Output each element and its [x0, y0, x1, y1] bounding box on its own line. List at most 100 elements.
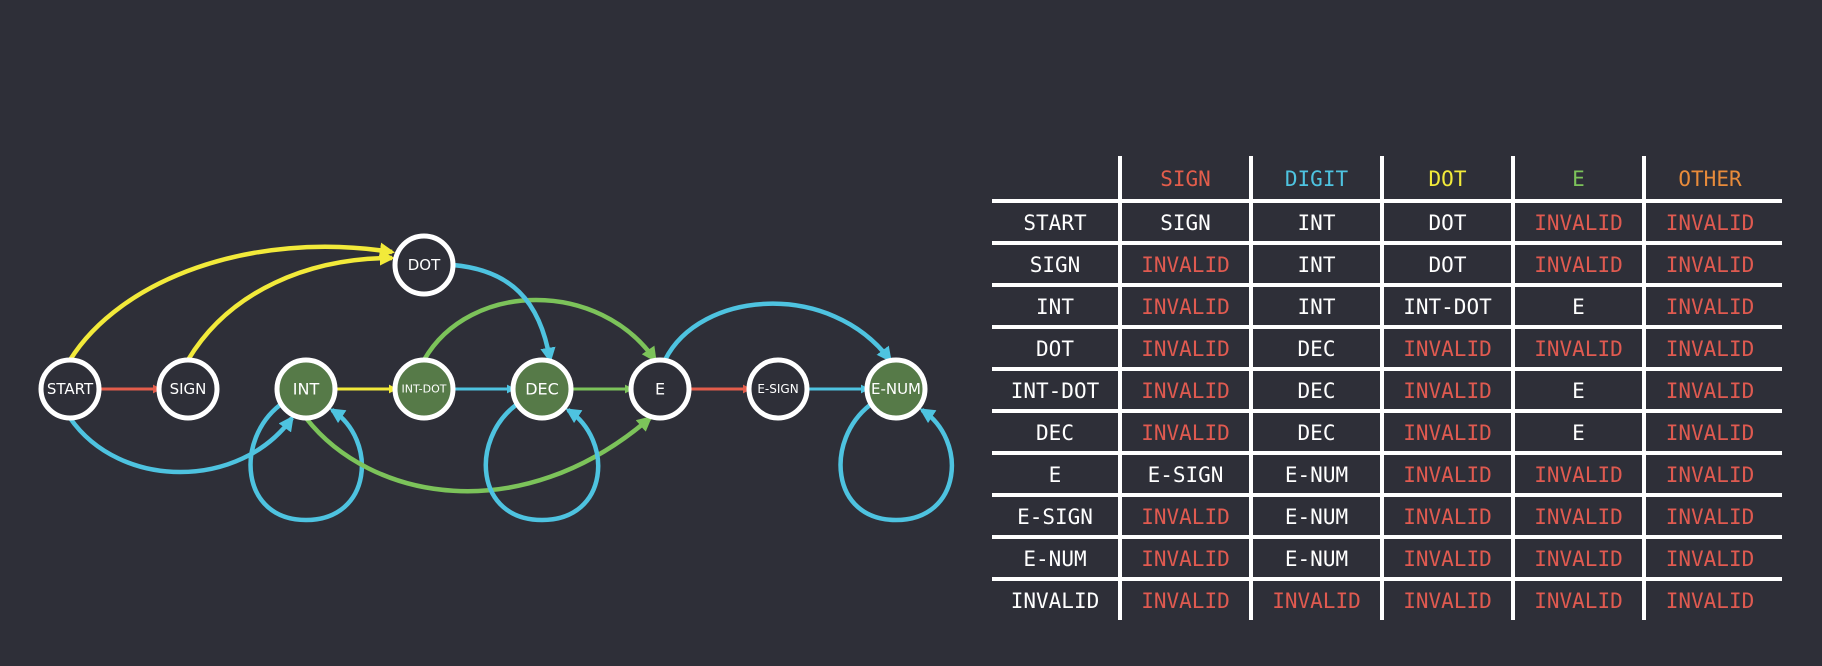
table-column-divider — [1511, 156, 1515, 620]
table-cell: INVALID — [1403, 547, 1492, 571]
table-cell: DEC — [1297, 421, 1336, 445]
table-cell: INVALID — [1141, 505, 1230, 529]
node-circle — [156, 357, 220, 421]
node-circle — [510, 357, 574, 421]
table-divider — [992, 283, 1782, 287]
table-cell: INVALID — [1665, 379, 1755, 403]
edge-dot-to-dec — [452, 262, 556, 364]
table-cell: INVALID — [1403, 589, 1492, 613]
table-cell: INVALID — [1141, 421, 1230, 445]
row-header: INT — [1036, 295, 1074, 319]
table-divider — [992, 241, 1782, 245]
table-divider — [992, 493, 1782, 497]
table-cell: E — [1572, 421, 1585, 445]
row-header: SIGN — [1029, 253, 1081, 277]
table-divider — [992, 409, 1782, 413]
node-circle — [38, 357, 102, 421]
node-dot: DOT — [392, 233, 456, 297]
table-divider — [992, 199, 1782, 203]
table-cell: INVALID — [1403, 379, 1492, 403]
node-int-dot: INT-DOT — [392, 357, 456, 421]
node-label: E-SIGN — [757, 382, 798, 396]
edge-int-dot-to-e — [422, 297, 657, 363]
node-label: SIGN — [170, 380, 207, 398]
table-cell: INVALID — [1403, 421, 1492, 445]
table-column-divider — [1380, 156, 1384, 620]
table-cell: INVALID — [1534, 211, 1623, 235]
table-divider — [992, 577, 1782, 581]
edge-e-to-e-num — [662, 301, 892, 363]
table-cell: INVALID — [1141, 547, 1230, 571]
table-divider — [992, 451, 1782, 455]
table-cell: INVALID — [1141, 589, 1230, 613]
node-circle — [392, 233, 456, 297]
node-label: DEC — [525, 380, 559, 399]
node-circle — [746, 357, 810, 421]
row-header: E-SIGN — [1017, 505, 1093, 529]
node-e-sign: E-SIGN — [746, 357, 810, 421]
table-cell: DOT — [1428, 211, 1467, 235]
table-cell: DEC — [1297, 379, 1336, 403]
table-cell: INVALID — [1665, 253, 1755, 277]
node-e: E — [628, 357, 692, 421]
column-header-sign: SIGN — [1160, 167, 1211, 191]
node-label: INT-DOT — [402, 383, 447, 396]
table-cell: E-NUM — [1284, 547, 1349, 571]
edge-dec-to-dec — [483, 403, 601, 523]
table-cell: E — [1572, 295, 1585, 319]
edge-sign-to-dot — [186, 250, 396, 362]
table-cell: INVALID — [1665, 589, 1755, 613]
table-cell: INVALID — [1665, 295, 1755, 319]
table-cell: E-NUM — [1284, 505, 1349, 529]
node-circle — [274, 357, 338, 421]
table-cell: INVALID — [1141, 253, 1230, 277]
table-cell: INVALID — [1665, 211, 1755, 235]
node-circle — [392, 357, 456, 421]
column-header-other: OTHER — [1678, 167, 1742, 191]
table-cell: INVALID — [1141, 337, 1230, 361]
table-cell: E-NUM — [1284, 463, 1349, 487]
diagram-edges — [68, 242, 954, 523]
table-cell: INT — [1297, 295, 1336, 319]
row-header: INT-DOT — [1010, 379, 1100, 403]
table-cell: INVALID — [1534, 505, 1623, 529]
table-cell: INVALID — [1272, 589, 1361, 613]
table-cell: INVALID — [1403, 505, 1492, 529]
column-header-dot: DOT — [1428, 167, 1467, 191]
edge-e-num-to-e-num — [838, 403, 954, 523]
node-label: INT — [293, 380, 320, 399]
table-cell: INVALID — [1403, 337, 1492, 361]
table-cell: INVALID — [1665, 505, 1755, 529]
node-start: START — [38, 357, 102, 421]
row-header: DOT — [1036, 337, 1074, 361]
table-cell: INVALID — [1141, 295, 1230, 319]
table-cell: INT — [1297, 253, 1336, 277]
state-diagram: START SIGN INT INT-DOT DEC E E-SIGN E-NUM DOT — [38, 233, 954, 523]
node-sign: SIGN — [156, 357, 220, 421]
node-label: E-NUM — [871, 380, 921, 398]
table-column-divider — [1118, 156, 1122, 620]
table-cell: SIGN — [1160, 211, 1211, 235]
table-cell: INVALID — [1534, 547, 1623, 571]
node-e-num: E-NUM — [864, 357, 928, 421]
node-label: E — [655, 380, 665, 399]
table-cell: INVALID — [1665, 421, 1755, 445]
table-cell: DEC — [1297, 337, 1336, 361]
row-header: INVALID — [1010, 589, 1100, 613]
table-cell: E — [1572, 379, 1585, 403]
row-header: E-NUM — [1023, 547, 1087, 571]
table-cell: INVALID — [1403, 463, 1492, 487]
node-label: START — [47, 380, 94, 398]
table-cell: INVALID — [1141, 379, 1230, 403]
column-header-digit: DIGIT — [1284, 167, 1349, 191]
table-cell: INVALID — [1534, 337, 1623, 361]
table-cell: INVALID — [1534, 589, 1623, 613]
row-header: DEC — [1036, 421, 1074, 445]
table-column-divider — [1642, 156, 1646, 620]
table-cell: INT — [1297, 211, 1336, 235]
table-cell: INT-DOT — [1403, 295, 1492, 319]
table-cell: INVALID — [1534, 253, 1623, 277]
table-cell: INVALID — [1665, 547, 1755, 571]
node-int: INT — [274, 357, 338, 421]
node-dec: DEC — [510, 357, 574, 421]
